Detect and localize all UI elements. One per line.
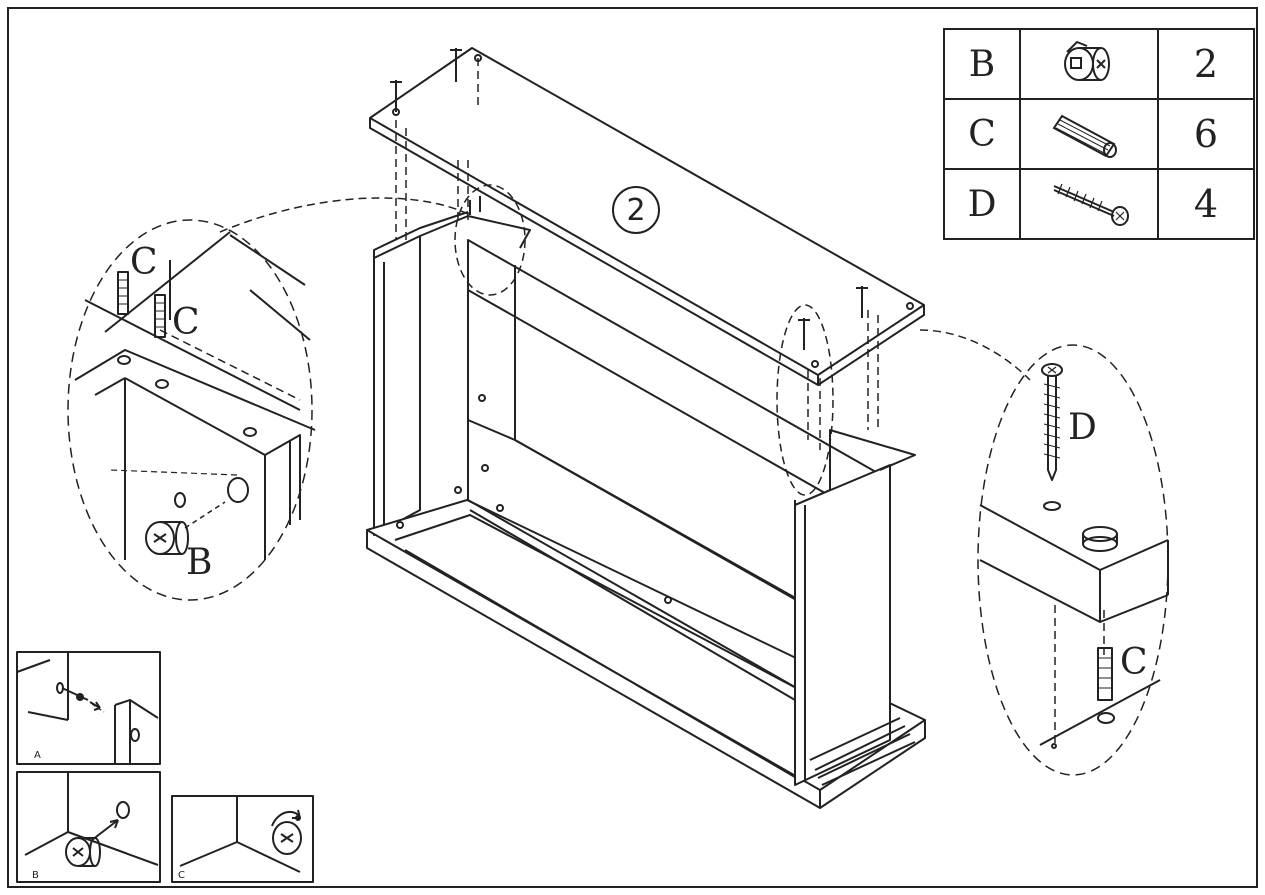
inset-a <box>16 651 161 765</box>
part-letter: D <box>943 168 1021 240</box>
callout-label-b: B <box>186 542 213 583</box>
top-screws <box>390 48 868 350</box>
step-number-badge: 2 <box>612 186 660 234</box>
part-letter: C <box>943 98 1021 170</box>
wood-dowel-icon <box>1019 98 1159 170</box>
parts-row-d: D 4 <box>943 168 1255 240</box>
parts-row-b: B 2 <box>943 28 1255 100</box>
cabinet-body <box>366 211 926 809</box>
callout-label-c: C <box>1120 642 1148 683</box>
left-detail-callout <box>67 219 316 601</box>
cam-lock-icon <box>1019 28 1159 100</box>
inset-label-a: A <box>34 750 41 761</box>
screw-icon <box>1019 168 1159 240</box>
right-detail-callout <box>977 344 1169 776</box>
part-letter: B <box>943 28 1021 100</box>
callout-label-c: C <box>130 242 158 283</box>
alignment-guides <box>219 58 1031 450</box>
part-quantity: 4 <box>1157 168 1255 240</box>
inset-c <box>171 795 314 883</box>
callout-label-c: C <box>172 302 200 343</box>
parts-row-c: C 6 <box>943 98 1255 170</box>
part-quantity: 2 <box>1157 28 1255 100</box>
parts-table: B 2 C 6 D <box>943 28 1255 240</box>
callout-label-d: D <box>1068 407 1097 448</box>
inset-label-b: B <box>32 870 39 881</box>
inset-label-c: C <box>178 870 185 881</box>
part-quantity: 6 <box>1157 98 1255 170</box>
inset-b <box>16 771 161 883</box>
page-frame <box>7 7 1258 888</box>
